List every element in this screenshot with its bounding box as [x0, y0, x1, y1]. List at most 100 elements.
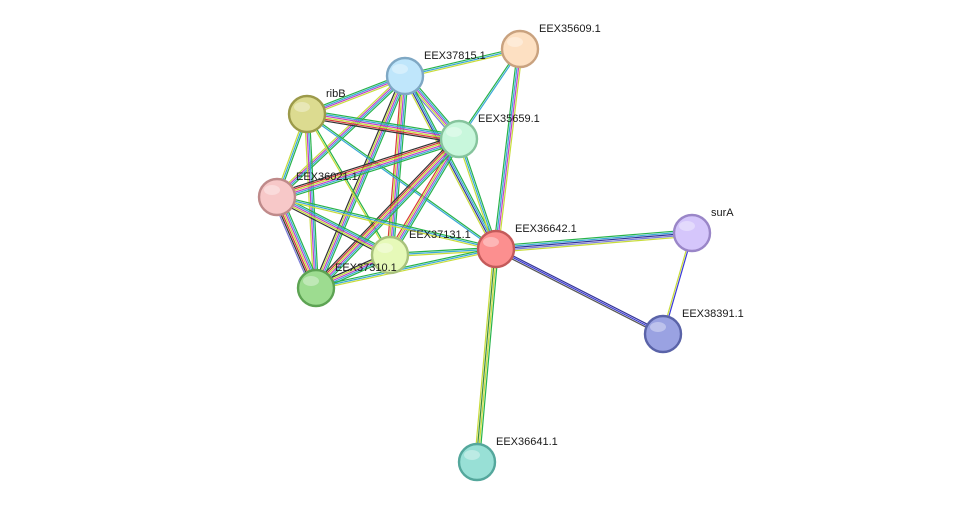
edge-EEX37815.1-EEX35609.1[interactable] — [404, 46, 521, 79]
edge-EEX35659.1-EEX37310.1[interactable] — [312, 135, 463, 292]
node-EEX35659.1[interactable]: EEX35659.1 — [439, 113, 540, 159]
edge-EEX37815.1-EEX37310.1[interactable] — [312, 74, 409, 290]
edge-evidence-line — [306, 114, 496, 251]
edge-evidence-line — [306, 117, 459, 144]
edge-EEX35659.1-EEX36642.1[interactable] — [456, 138, 499, 250]
edge-evidence-line — [276, 137, 459, 197]
edge-evidence-line — [495, 230, 692, 249]
node-label: EEX36642.1 — [515, 223, 577, 235]
edge-evidence-line — [274, 73, 404, 196]
edge-EEX36642.1-EEX38391.1[interactable] — [495, 247, 664, 336]
edge-evidence-line — [497, 49, 523, 250]
edge-evidence-line — [276, 196, 391, 256]
node-EEX37815.1[interactable]: EEX37815.1 — [385, 50, 486, 96]
node-label: EEX36641.1 — [496, 436, 558, 448]
edge-evidence-line — [404, 46, 520, 76]
edge-evidence-line — [306, 115, 459, 142]
edge-evidence-line — [458, 138, 497, 250]
node-EEX36641.1[interactable]: EEX36641.1 — [457, 436, 558, 482]
node-label: surA — [711, 207, 734, 219]
edge-evidence-line — [275, 197, 390, 257]
edge-evidence-line — [494, 48, 520, 249]
node-circle[interactable] — [643, 314, 683, 354]
edge-EEX36642.1-EEX35609.1[interactable] — [493, 48, 523, 250]
node-highlight — [464, 450, 480, 460]
node-ribB[interactable]: ribB — [287, 88, 346, 134]
node-EEX36021.1[interactable]: EEX36021.1 — [257, 171, 358, 217]
edge-evidence-line — [456, 139, 496, 250]
edge-evidence-line — [313, 75, 405, 288]
edge-evidence-line — [496, 235, 693, 253]
edge-evidence-line — [308, 113, 319, 288]
node-circle[interactable] — [457, 442, 497, 482]
edge-EEX35659.1-EEX36021.1[interactable] — [275, 134, 461, 202]
node-circle[interactable] — [257, 177, 297, 217]
node-highlight — [679, 221, 695, 231]
edge-evidence-line — [316, 76, 408, 289]
node-circle[interactable] — [672, 213, 712, 253]
node-label: EEX35659.1 — [478, 113, 540, 125]
node-label: EEX38391.1 — [682, 308, 744, 320]
node-EEX35609.1[interactable]: EEX35609.1 — [500, 23, 601, 69]
edge-evidence-line — [390, 139, 461, 257]
edge-evidence-line — [496, 49, 522, 250]
edge-evidence-line — [313, 136, 458, 287]
edge-evidence-line — [306, 114, 459, 141]
edge-evidence-line — [496, 233, 693, 252]
node-highlight — [294, 102, 310, 112]
edge-evidence-line — [275, 134, 458, 194]
edge-evidence-line — [474, 248, 495, 462]
edge-EEX37310.1-EEX36642.1[interactable] — [315, 246, 497, 291]
edge-evidence-line — [314, 138, 459, 288]
node-highlight — [377, 243, 393, 253]
edge-evidence-line — [276, 74, 405, 197]
node-circle[interactable] — [385, 56, 425, 96]
edge-ribB-EEX35659.1[interactable] — [306, 109, 460, 144]
edge-evidence-line — [495, 229, 692, 247]
node-label: ribB — [326, 88, 346, 100]
edge-ribB-EEX36642.1[interactable] — [306, 112, 497, 251]
edge-EEX36021.1-EEX36642.1[interactable] — [276, 194, 497, 252]
edge-evidence-line — [478, 249, 499, 463]
edge-evidence-line — [276, 197, 496, 252]
node-label: EEX35609.1 — [539, 23, 601, 35]
edge-ribB-EEX37310.1[interactable] — [304, 113, 319, 289]
edge-evidence-line — [389, 138, 460, 256]
node-circle[interactable] — [370, 235, 410, 275]
edge-evidence-line — [317, 140, 462, 291]
edge-evidence-line — [307, 111, 460, 138]
node-EEX37131.1[interactable]: EEX37131.1 — [370, 229, 471, 275]
node-surA[interactable]: surA — [672, 207, 734, 253]
edge-evidence-line — [305, 114, 316, 289]
edge-evidence-line — [276, 136, 459, 196]
edge-evidence-line — [318, 141, 463, 292]
edge-evidence-line — [278, 142, 461, 202]
edge-evidence-line — [307, 112, 497, 249]
edge-evidence-line — [389, 75, 406, 256]
edge-evidence-line — [392, 140, 463, 257]
node-circle[interactable] — [287, 94, 327, 134]
node-highlight — [303, 276, 319, 286]
edge-evidence-line — [276, 196, 497, 250]
edges-layer — [272, 46, 694, 463]
node-label: EEX37815.1 — [424, 50, 486, 62]
edge-evidence-line — [312, 135, 457, 286]
edge-EEX36642.1-surA[interactable] — [495, 229, 693, 253]
edge-evidence-line — [307, 112, 460, 139]
node-highlight — [392, 64, 408, 74]
node-circle[interactable] — [500, 29, 540, 69]
node-EEX37310.1[interactable]: EEX37310.1 — [296, 262, 397, 308]
edge-evidence-line — [277, 140, 460, 200]
node-circle[interactable] — [476, 229, 516, 269]
edge-evidence-line — [406, 74, 499, 249]
edge-evidence-line — [315, 75, 406, 289]
edge-EEX36642.1-EEX36641.1[interactable] — [474, 248, 499, 463]
node-circle[interactable] — [296, 268, 336, 308]
edge-evidence-line — [496, 247, 664, 334]
node-label: EEX37131.1 — [409, 229, 471, 241]
node-EEX38391.1[interactable]: EEX38391.1 — [643, 308, 744, 354]
node-label: EEX37310.1 — [335, 262, 397, 274]
edge-evidence-line — [277, 195, 392, 255]
node-circle[interactable] — [439, 119, 479, 159]
node-EEX36642.1[interactable]: EEX36642.1 — [476, 223, 577, 269]
